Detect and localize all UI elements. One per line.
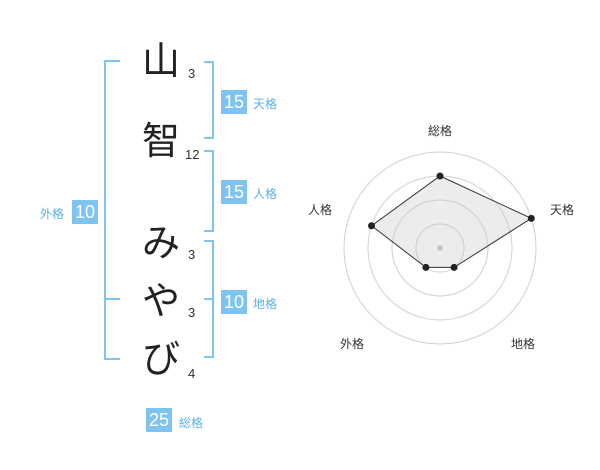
name-char-1: 山	[142, 39, 181, 83]
gaikaku-label: 外格	[40, 207, 65, 221]
radar-series-shape	[370, 175, 533, 268]
chikaku-badge: 10	[221, 290, 247, 314]
radar-axis-label-gaikaku: 外格	[340, 337, 365, 351]
radar-ring-1	[415, 223, 465, 273]
stroke-count-1: 3	[188, 66, 196, 81]
tenkaku-bracket	[204, 61, 214, 139]
soukaku-label: 総格	[179, 416, 204, 430]
radar-axis-label-chikaku: 地格	[511, 337, 536, 351]
radar-point-4	[422, 263, 430, 271]
radar-point-3	[450, 263, 458, 271]
chikaku-bracket-mid-tick	[204, 298, 214, 300]
stroke-count-5: 4	[188, 366, 196, 381]
gaikaku-badge: 10	[72, 200, 98, 224]
stroke-count-2: 12	[185, 147, 200, 162]
chikaku-label: 地格	[253, 297, 278, 311]
radar-ring-2	[391, 199, 489, 297]
gaikaku-bracket-mid-tick	[104, 298, 120, 300]
radar-ring-4	[343, 151, 537, 345]
gaikaku-bracket	[104, 60, 120, 360]
soukaku-badge: 25	[146, 408, 172, 432]
name-char-2: 智	[142, 119, 181, 163]
stroke-count-3: 3	[188, 247, 196, 262]
radar-axis-label-tenkaku: 天格	[550, 203, 575, 217]
radar-point-2	[527, 214, 535, 222]
name-char-5: び	[142, 337, 181, 381]
radar-center-dot	[437, 245, 443, 251]
radar-point-5	[368, 222, 376, 230]
name-char-3: み	[142, 221, 181, 265]
jinkaku-bracket	[204, 150, 214, 232]
jinkaku-badge: 15	[221, 180, 247, 204]
radar-axis-label-jinkaku: 人格	[308, 203, 333, 217]
stroke-count-4: 3	[188, 305, 196, 320]
jinkaku-label: 人格	[253, 187, 278, 201]
tenkaku-badge: 15	[221, 90, 247, 114]
radar-point-1	[436, 172, 444, 180]
tenkaku-label: 天格	[253, 97, 278, 111]
radar-axis-label-soukaku: 総格	[428, 124, 453, 138]
name-char-4: や	[142, 279, 181, 323]
